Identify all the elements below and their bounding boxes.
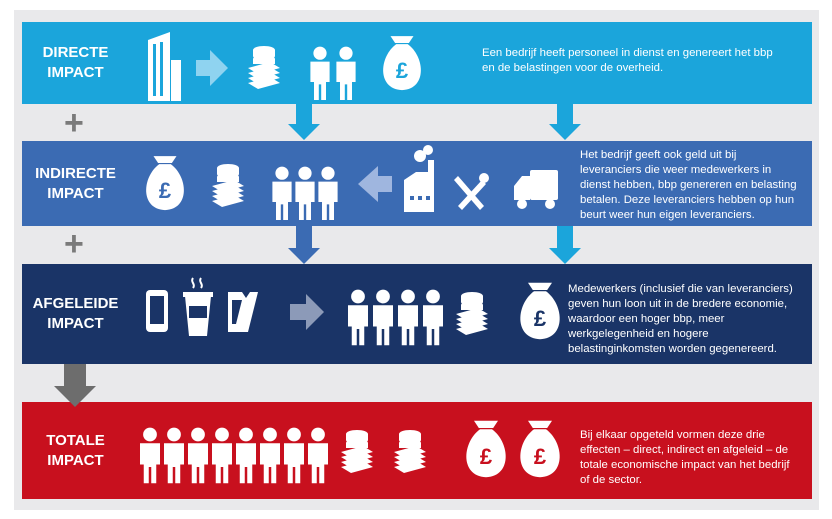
derived-impact-description: Medewerkers (inclusief die van leveranci…: [568, 283, 793, 355]
coin-stack-icon: [212, 164, 244, 207]
indirect-impact-band: [128, 141, 812, 226]
person-icon: [308, 427, 328, 484]
coin-stack-icon: [456, 292, 488, 335]
arrow-right-icon: [290, 294, 324, 330]
direct-impact-band: [128, 22, 812, 104]
person-icon: [398, 289, 418, 346]
indirect-impact-label-band: [22, 141, 129, 226]
person-icon: [310, 46, 330, 100]
direct-impact-label-band: [22, 22, 129, 104]
indirect-impact-description: Het bedrijf geeft ook geld uit bij lever…: [580, 149, 797, 221]
person-icon: [423, 289, 443, 346]
plus-sign-2: +: [64, 225, 84, 263]
total-impact-label-band: [22, 402, 129, 499]
person-icon: [295, 166, 315, 220]
coffee-cup-icon: [183, 277, 213, 336]
coin-stack-icon: [394, 430, 426, 473]
person-icon: [164, 427, 184, 484]
svg-text:£: £: [159, 178, 172, 203]
person-icon: [260, 427, 280, 484]
person-icon: [373, 289, 393, 346]
flow-arrow-indirect-to-derived-1: [288, 226, 320, 264]
person-icon: [140, 427, 160, 484]
person-icon: [272, 166, 292, 220]
person-icon: [236, 427, 256, 484]
total-impact-description: Bij elkaar opgeteld vormen deze drie eff…: [580, 429, 790, 486]
svg-text:£: £: [534, 306, 547, 331]
svg-text:£: £: [534, 444, 547, 469]
flow-arrow-direct-to-indirect-1: [288, 104, 320, 140]
plus-sign-1: +: [64, 104, 84, 142]
person-icon: [348, 289, 368, 346]
coin-stack-icon: [341, 430, 373, 473]
tools-icon: [454, 173, 489, 210]
person-icon: [284, 427, 304, 484]
direct-impact-description: Een bedrijf heeft personeel in dienst en…: [482, 47, 773, 74]
arrow-right-icon: [196, 50, 228, 86]
person-icon: [212, 427, 232, 484]
svg-text:£: £: [480, 444, 493, 469]
smartphone-icon: [146, 290, 168, 332]
flow-arrow-indirect-to-derived-2: [549, 226, 581, 264]
arrow-left-icon: [358, 166, 392, 202]
ticket-icon: [228, 292, 258, 332]
svg-text:£: £: [396, 58, 409, 83]
derived-impact-label-band: [22, 264, 129, 364]
person-icon: [318, 166, 338, 220]
flow-arrow-derived-to-total: [54, 364, 96, 407]
factory-icon: [404, 145, 434, 212]
flow-arrow-direct-to-indirect-2: [549, 104, 581, 140]
coin-stack-icon: [248, 46, 280, 89]
truck-icon: [514, 170, 558, 209]
office-building-icon: [148, 32, 181, 101]
person-icon: [336, 46, 356, 100]
person-icon: [188, 427, 208, 484]
